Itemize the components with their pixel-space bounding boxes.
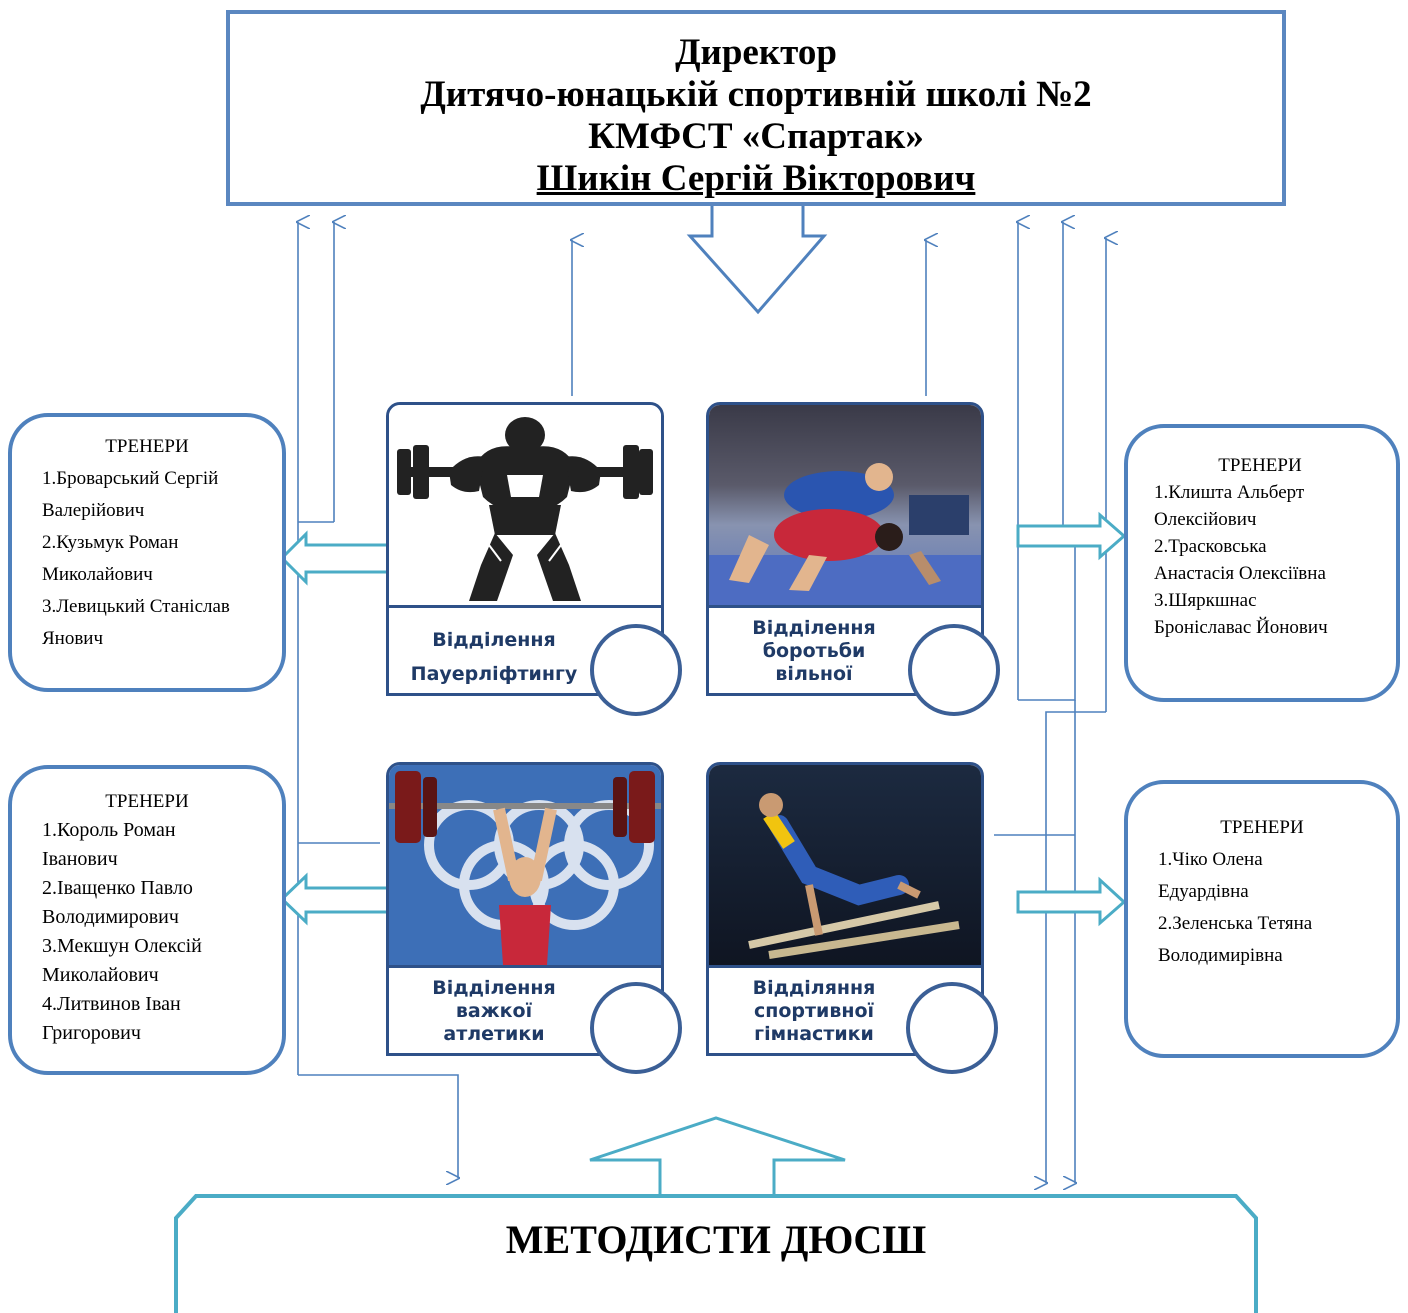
- coach-line: 2.Іващенко Павло: [42, 877, 193, 899]
- director-title: Директор: [675, 32, 837, 73]
- department-label-line: важкої: [455, 1000, 533, 1022]
- coach-line: Олексійович: [1154, 509, 1257, 530]
- coach-line: 3.Левицький Станіслав: [42, 596, 230, 617]
- coach-line: Миколайович: [42, 964, 159, 986]
- coach-line: Броніславас Йонович: [1154, 617, 1328, 638]
- coach-line: 4.Литвинов Іван: [42, 993, 181, 1015]
- director-box: Директор Дитячо-юнацькій спортивній школ…: [226, 10, 1286, 206]
- gymnast-icon: [748, 793, 960, 959]
- coach-line: 2.Зеленська Тетяна: [1158, 913, 1313, 934]
- coach-line: 1.Чіко Олена: [1158, 849, 1263, 870]
- department-label-line: Відділення: [432, 977, 556, 999]
- weightlifting-photo: [389, 765, 661, 968]
- methodists-title: МЕТОДИСТИ ДЮСШ: [505, 1217, 927, 1262]
- department-label-line: атлетики: [443, 1023, 545, 1045]
- coach-line: 2.Трасковська: [1154, 536, 1267, 557]
- coach-line: 1.Броварський Сергій: [42, 468, 219, 489]
- department-circle: [590, 624, 682, 716]
- coach-line: Іванович: [42, 848, 118, 870]
- department-label-line: спортивної: [753, 1000, 875, 1022]
- coaches-heading: ТРЕНЕРИ: [105, 791, 189, 812]
- coaches-weightlifting: ТРЕНЕРИ 1.Король Роман Іванович 2.Іващен…: [8, 765, 286, 1075]
- coach-line: Григорович: [42, 1022, 141, 1044]
- coaches-heading: ТРЕНЕРИ: [105, 436, 189, 457]
- department-label-line: Відділяння: [752, 977, 876, 999]
- coach-line: 3.Мекшун Олексій: [42, 935, 202, 957]
- coach-line: 2.Кузьмук Роман: [42, 532, 179, 553]
- coach-line: Янович: [42, 628, 104, 649]
- club-name: КМФСТ «Спартак»: [588, 116, 924, 157]
- coach-line: 1.Король Роман: [42, 819, 176, 841]
- department-label-line: боротьби: [762, 640, 866, 662]
- director-name: Шикін Сергій Вікторович: [536, 158, 976, 199]
- coaches-gymnastics: ТРЕНЕРИ 1.Чіко Олена Едуардівна 2.Зеленс…: [1124, 780, 1400, 1058]
- coaches-heading: ТРЕНЕРИ: [1220, 817, 1304, 838]
- department-circle: [906, 982, 998, 1074]
- coach-line: Миколайович: [42, 564, 153, 585]
- wrestlers-icon: [709, 463, 981, 605]
- powerlifter-illustration: [389, 405, 661, 608]
- coaches-heading: ТРЕНЕРИ: [1218, 455, 1302, 476]
- coach-line: Володимирович: [42, 906, 179, 928]
- coach-line: Валерійович: [42, 500, 145, 521]
- school-name: Дитячо-юнацькій спортивній школі №2: [420, 74, 1092, 115]
- wrestling-photo: [709, 405, 981, 608]
- department-circle: [908, 624, 1000, 716]
- gymnastics-photo: [709, 765, 981, 968]
- department-label-line: Відділення: [752, 617, 876, 639]
- department-label-line: вільної: [775, 663, 853, 685]
- coach-line: Анастасія Олексіївна: [1154, 563, 1326, 584]
- coach-line: Едуардівна: [1158, 881, 1249, 902]
- coaches-powerlifting: ТРЕНЕРИ 1.Броварський Сергій Валерійович…: [8, 413, 286, 692]
- department-weightlifting: Відділення важкої атлетики: [386, 762, 664, 1056]
- department-label-line: гімнастики: [754, 1023, 874, 1045]
- coaches-wrestling: ТРЕНЕРИ 1.Клишта Альберт Олексійович 2.Т…: [1124, 424, 1400, 702]
- department-label-line: Відділення: [432, 629, 556, 651]
- department-circle: [590, 982, 682, 1074]
- methodists-box: МЕТОДИСТИ ДЮСШ: [176, 1196, 1256, 1313]
- coach-line: Володимирівна: [1158, 945, 1283, 966]
- weightlifter-icon: [389, 771, 661, 965]
- bodybuilder-icon: [397, 417, 653, 601]
- coach-line: 1.Клишта Альберт: [1154, 482, 1305, 503]
- department-label-line: Пауерліфтингу: [410, 663, 578, 685]
- coach-line: 3.Шяркшнас: [1154, 590, 1257, 611]
